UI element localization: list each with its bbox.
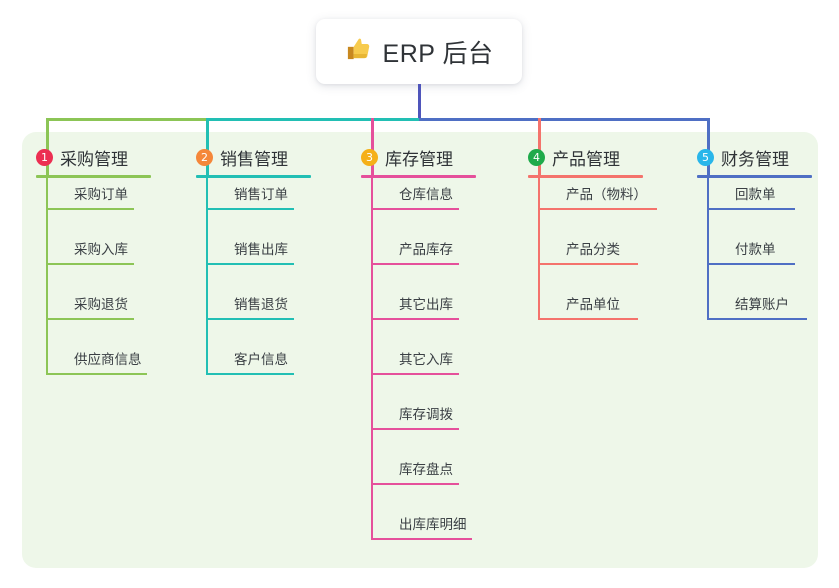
column-2: 2 销售管理销售订单销售出库销售退货客户信息: [196, 146, 311, 375]
leaf-label: 仓库信息: [399, 187, 453, 202]
leaf-label: 采购订单: [74, 187, 128, 202]
leaf-label: 销售退货: [234, 297, 288, 312]
root-node-label: ERP 后台: [382, 39, 494, 68]
column-badge-3: 3: [361, 148, 378, 166]
leaf-label: 产品库存: [399, 242, 453, 257]
leaf-underline: [206, 263, 294, 265]
leaf-label: 回款单: [735, 187, 776, 202]
drop-line-4: [538, 118, 541, 175]
leaf-label: 产品（物料）: [566, 187, 647, 202]
column-title-1: 采购管理: [60, 149, 128, 169]
column-spine-2: [206, 178, 208, 375]
column-underline-5: [697, 175, 812, 178]
column-badge-1: 1: [36, 148, 53, 166]
drop-line-5: [707, 118, 710, 175]
leaf-underline: [206, 373, 294, 375]
leaf-underline: [46, 373, 147, 375]
leaf-underline: [707, 263, 795, 265]
leaf-underline: [371, 538, 472, 540]
column-badge-5: 5: [697, 148, 714, 166]
column-header-3[interactable]: 3 库存管理: [361, 146, 453, 169]
column-title-2: 销售管理: [220, 149, 288, 169]
leaf-underline: [371, 483, 459, 485]
column-badge-2: 2: [196, 148, 213, 166]
leaf-label: 采购退货: [74, 297, 128, 312]
leaf-label: 供应商信息: [74, 352, 142, 367]
leaf-underline: [206, 318, 294, 320]
column-3: 3 库存管理仓库信息产品库存其它出库其它入库库存调拨库存盘点出库库明细: [361, 146, 476, 540]
diagram-panel: [22, 132, 818, 568]
leaf-underline: [46, 208, 134, 210]
leaf-underline: [538, 318, 638, 320]
leaf-underline: [371, 318, 459, 320]
leaf-label: 其它出库: [399, 297, 453, 312]
leaf-label: 销售订单: [234, 187, 288, 202]
leaf-label: 采购入库: [74, 242, 128, 257]
root-node-card[interactable]: ERP 后台: [316, 19, 522, 84]
column-1: 1 采购管理采购订单采购入库采购退货供应商信息: [36, 146, 151, 375]
leaf-underline: [707, 208, 795, 210]
column-underline-1: [36, 175, 151, 178]
column-badge-4: 4: [528, 148, 545, 166]
column-underline-4: [528, 175, 643, 178]
leaf-label: 产品分类: [566, 242, 620, 257]
column-4: 4 产品管理产品（物料） 产品分类产品单位: [528, 146, 657, 320]
column-spine-1: [46, 178, 48, 375]
drop-line-2: [206, 118, 209, 175]
leaf-label: 出库库明细: [399, 517, 467, 532]
leaf-underline: [46, 263, 134, 265]
column-title-3: 库存管理: [385, 149, 453, 169]
column-spine-4: [538, 178, 540, 320]
leaf-underline: [538, 208, 657, 210]
leaf-underline: [371, 428, 459, 430]
leaf-label: 其它入库: [399, 352, 453, 367]
leaf-underline: [707, 318, 807, 320]
leaf-label: 客户信息: [234, 352, 288, 367]
leaf-underline: [538, 263, 638, 265]
root-stem: [418, 84, 421, 121]
leaf-underline: [371, 208, 459, 210]
leaf-underline: [371, 373, 459, 375]
column-5: 5 财务管理回款单付款单结算账户: [697, 146, 812, 320]
leaf-label: 付款单: [735, 242, 776, 257]
leaf-label: 销售出库: [234, 242, 288, 257]
bus-segment-2: [206, 118, 419, 121]
leaf-underline: [46, 318, 134, 320]
column-header-2[interactable]: 2 销售管理: [196, 146, 288, 169]
column-underline-3: [361, 175, 476, 178]
leaf-label: 产品单位: [566, 297, 620, 312]
column-header-1[interactable]: 1 采购管理: [36, 146, 128, 169]
leaf-label: 结算账户: [735, 297, 789, 312]
drop-line-3: [371, 118, 374, 175]
column-title-4: 产品管理: [552, 149, 620, 169]
column-spine-5: [707, 178, 709, 320]
column-header-4[interactable]: 4 产品管理: [528, 146, 620, 169]
leaf-label: 库存盘点: [399, 462, 453, 477]
leaf-underline: [371, 263, 459, 265]
bus-segment-1: [46, 118, 206, 121]
column-header-5[interactable]: 5 财务管理: [697, 146, 789, 169]
leaf-label: 库存调拨: [399, 407, 453, 422]
column-spine-3: [371, 178, 373, 540]
bus-segment-right: [419, 118, 710, 121]
drop-line-1: [46, 118, 49, 175]
column-underline-2: [196, 175, 311, 178]
column-title-5: 财务管理: [721, 149, 789, 169]
thumbs-up-icon: [345, 36, 371, 67]
leaf-underline: [206, 208, 294, 210]
